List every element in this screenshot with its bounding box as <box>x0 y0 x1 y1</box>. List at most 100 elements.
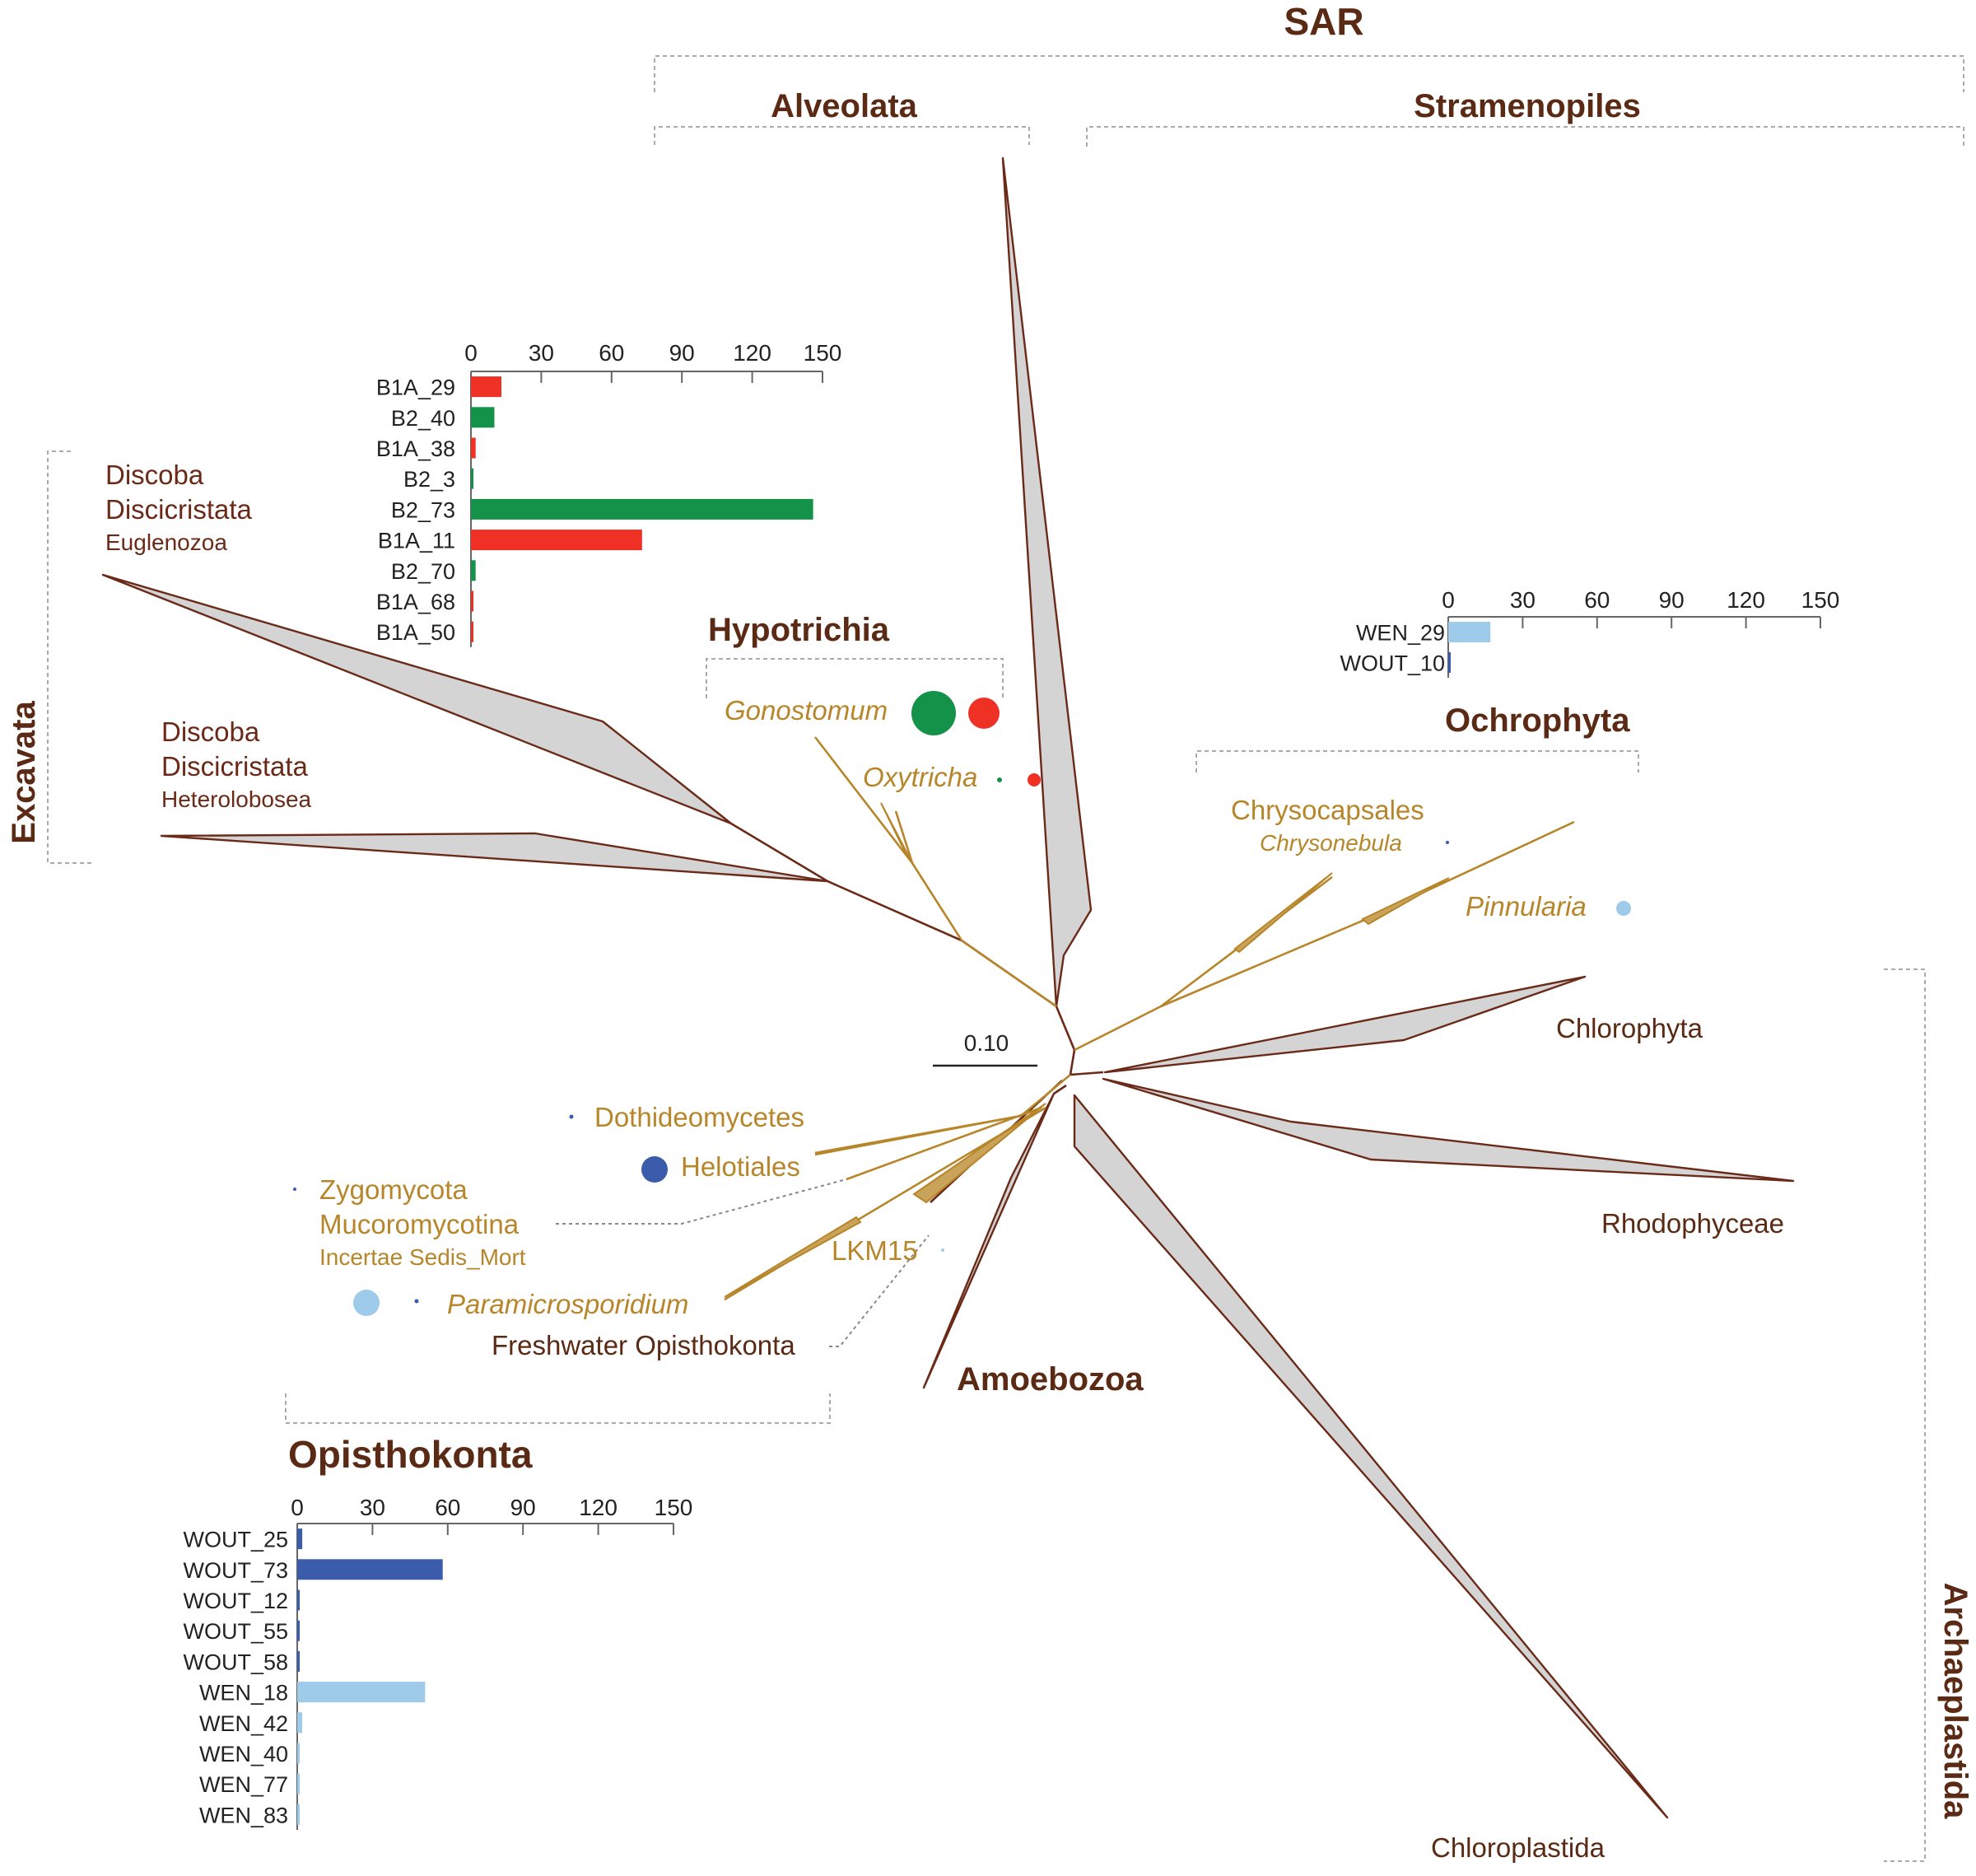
branch-amoebozoa <box>1053 1084 1067 1095</box>
bar <box>297 1650 301 1672</box>
bar <box>1448 622 1491 642</box>
category-label: B1A_68 <box>376 590 455 614</box>
alveolata-label: Alveolata <box>771 88 918 124</box>
helotiales-label: Helotiales <box>681 1151 800 1182</box>
pinnularia-label: Pinnularia <box>1466 891 1587 922</box>
amoebozoa-label: Amoebozoa <box>957 1361 1144 1398</box>
opisthokonta-label: Opisthokonta <box>288 1433 533 1476</box>
scale-bar-label: 0.10 <box>964 1030 1009 1056</box>
x-tick-label: 0 <box>291 1495 304 1520</box>
bar <box>471 621 473 642</box>
category-label: WOUT_25 <box>183 1528 288 1552</box>
chloroplastida-label: Chloroplastida <box>1431 1832 1606 1863</box>
category-label: B2_40 <box>391 406 455 431</box>
x-tick-label: 0 <box>1442 587 1455 613</box>
bar <box>297 1743 301 1764</box>
rhodophyceae-label: Rhodophyceae <box>1601 1208 1784 1239</box>
ochrophyta-bracket <box>1195 750 1639 772</box>
clade-amoebozoa-wedge <box>922 1092 1056 1389</box>
branch-paramicrosporidium-wedge <box>724 1216 862 1298</box>
hypotrichia-label: Hypotrichia <box>708 612 890 648</box>
stramenopiles-label: Stramenopiles <box>1414 88 1641 124</box>
category-label: WEN_40 <box>199 1742 288 1766</box>
gonostomum-b2-bubble <box>911 691 956 735</box>
category-label: B1A_11 <box>378 529 455 553</box>
x-tick-label: 120 <box>733 340 771 366</box>
freshwater-opisthokonta-label: Freshwater Opisthokonta <box>492 1330 795 1360</box>
clade-rhodophyceae-wedge <box>1102 1077 1795 1183</box>
bar <box>1448 652 1452 673</box>
bar <box>297 1804 301 1825</box>
chlorophyta-label: Chlorophyta <box>1556 1013 1703 1043</box>
alveolata-bracket <box>654 126 1030 145</box>
archaeplastida-label: Archaeplastida <box>1937 1583 1974 1820</box>
excavata-bracket <box>47 450 93 864</box>
x-tick-label: 60 <box>599 340 624 366</box>
bar <box>471 468 473 489</box>
clade-euglenozoa-wedge <box>101 573 733 825</box>
gonostomum-label: Gonostomum <box>725 695 888 726</box>
paramicrosporidium-wen-bubble <box>353 1290 380 1316</box>
euglenozoa-line1: Discoba <box>105 460 204 490</box>
oxytricha-b2-bubble <box>997 777 1002 782</box>
branch-chrysocapsales-wedge <box>1233 872 1333 954</box>
x-tick-label: 90 <box>510 1495 536 1520</box>
helotiales-wout-bubble <box>641 1156 668 1183</box>
oxytricha-b1a-bubble <box>1028 773 1041 786</box>
category-label: WOUT_12 <box>183 1589 288 1613</box>
x-tick-label: 30 <box>1510 587 1536 613</box>
bar <box>471 590 473 612</box>
category-label: B2_70 <box>391 559 455 584</box>
x-tick-label: 90 <box>669 340 695 366</box>
branch-pinnularia-wedge <box>1361 877 1450 926</box>
bar <box>471 407 495 428</box>
category-label: WEN_83 <box>199 1803 288 1827</box>
branch-gonostomum <box>813 736 914 864</box>
euglenozoa-line3: Euglenozoa <box>105 530 227 555</box>
bar <box>297 1589 301 1611</box>
x-tick-label: 120 <box>1727 587 1765 613</box>
zygomycota-wout-bubble <box>293 1188 296 1191</box>
heterolobosea-line1: Discoba <box>161 716 260 747</box>
heterolobosea-line3: Heterolobosea <box>161 786 312 812</box>
x-tick-label: 150 <box>804 340 842 366</box>
clade-heterolobosea-wedge <box>160 832 829 883</box>
branch-zygomycota <box>846 1106 1042 1181</box>
branch-pinnularia <box>1160 820 1575 1008</box>
zygomycota-line3: Incertae Sedis_Mort <box>319 1244 526 1270</box>
category-label: B1A_38 <box>376 436 455 461</box>
x-tick-label: 30 <box>529 340 554 366</box>
hypotrichia-bracket <box>706 658 1004 698</box>
stramenopiles-bracket <box>1086 126 1964 147</box>
heterolobosea-line2: Discicristata <box>161 751 309 782</box>
lkm15-label: LKM15 <box>832 1235 918 1266</box>
oxytricha-label: Oxytricha <box>863 762 977 792</box>
sar-label: SAR <box>1284 0 1363 43</box>
bar <box>297 1620 301 1641</box>
excavata-label: Excavata <box>6 701 42 844</box>
paramicrosporidium-wout-bubble <box>414 1299 419 1304</box>
branch-excavata <box>730 822 1057 1008</box>
bar <box>297 1773 301 1794</box>
clade-chlorophyta-wedge <box>1103 975 1587 1074</box>
chrysonebula-wout-bubble <box>1446 841 1449 844</box>
archaeplastida-bracket <box>1884 968 1926 1862</box>
category-label: B2_3 <box>403 467 455 492</box>
euglenozoa-line2: Discicristata <box>105 494 253 525</box>
gonostomum-b1a-bubble <box>968 698 1000 729</box>
lkm15-wen-bubble <box>941 1248 944 1252</box>
branch-root <box>1055 1006 1104 1076</box>
dothideomycetes-label: Dothideomycetes <box>594 1102 804 1132</box>
branch-oxytricha-wedge <box>880 802 913 864</box>
category-label: WEN_29 <box>1356 621 1445 646</box>
category-label: WEN_77 <box>199 1772 288 1797</box>
bar <box>471 498 813 520</box>
category-label: WEN_42 <box>199 1711 288 1736</box>
branch-helotiales <box>814 1114 1022 1156</box>
category-label: B1A_50 <box>376 620 455 645</box>
freshwater-opisthokonta-leader <box>829 1234 930 1347</box>
bar <box>297 1682 426 1703</box>
